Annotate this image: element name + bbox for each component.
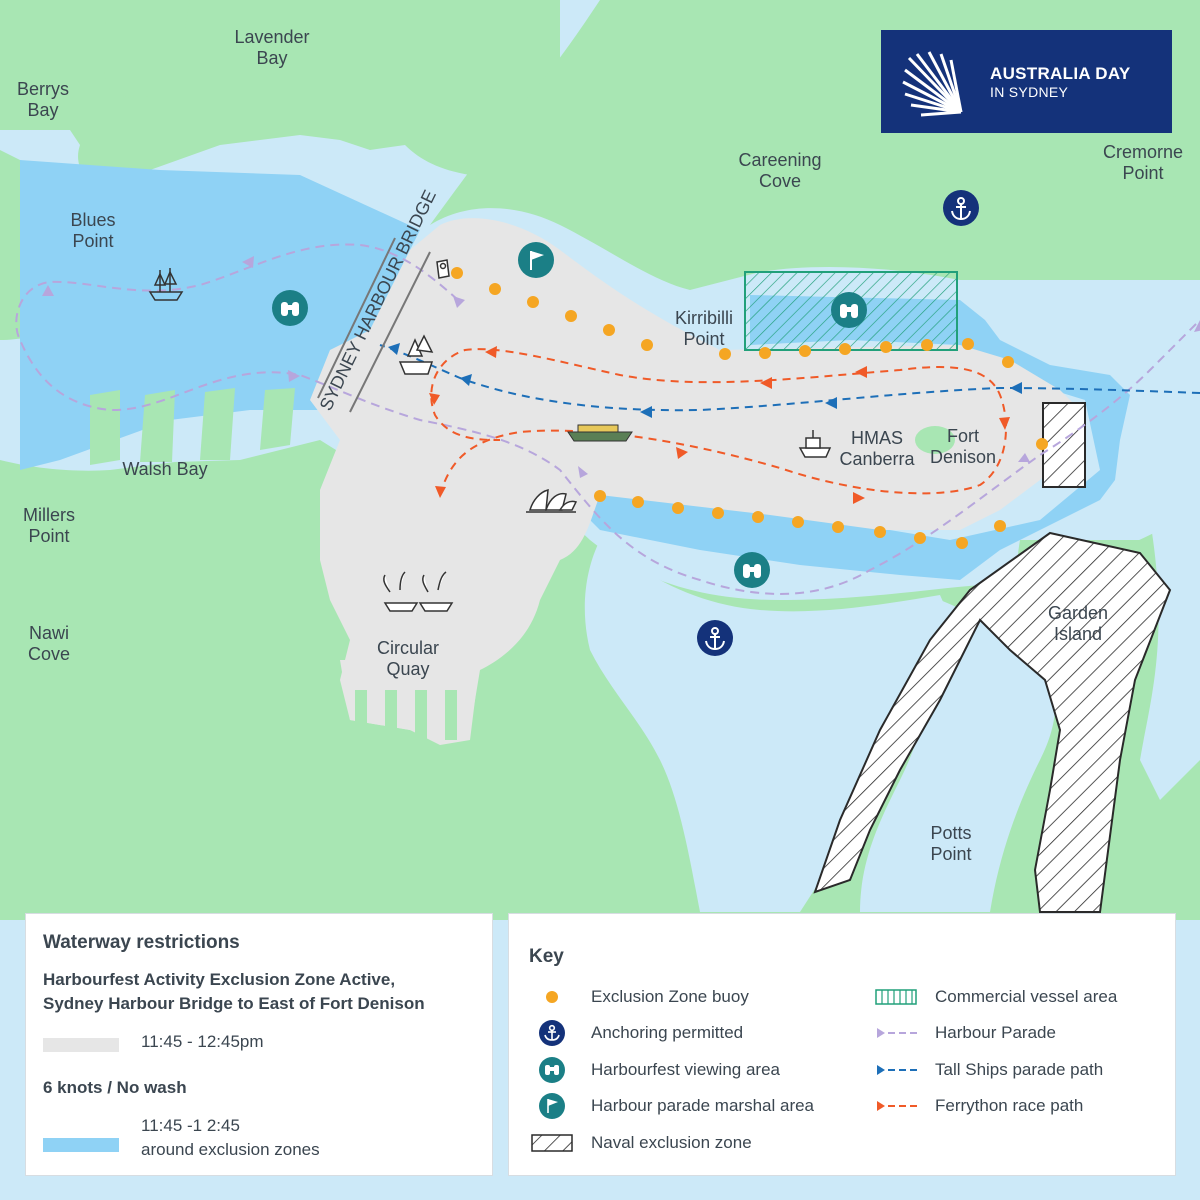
key-anchor-label: Anchoring permitted — [591, 1023, 744, 1042]
buoy-icon — [546, 991, 558, 1003]
svg-text:Berrys: Berrys — [17, 79, 69, 99]
key-title: Key — [529, 946, 564, 967]
commercial-hatch-icon — [875, 989, 917, 1005]
exclusion-zone-swatch — [43, 1038, 119, 1052]
knots-title: 6 knots / No wash — [43, 1078, 187, 1097]
restrictions-subtitle-line-1: Harbourfest Activity Exclusion Zone Acti… — [43, 970, 396, 989]
binoculars-icon — [831, 292, 867, 328]
svg-text:Denison: Denison — [930, 447, 996, 467]
anchor-icon — [539, 1020, 565, 1046]
restrictions-subtitle-line-2: Sydney Harbour Bridge to East of Fort De… — [43, 994, 425, 1013]
logo-line-1: AUSTRALIA DAY — [990, 64, 1131, 83]
fireboat-icon — [383, 571, 454, 612]
flag-icon — [539, 1093, 565, 1119]
key-panel: Key Exclusion Zone buoy Anchoring permit… — [508, 913, 1176, 1176]
binoculars-icon — [734, 552, 770, 588]
svg-text:Potts: Potts — [930, 823, 971, 843]
tall-ships-line-icon — [877, 1065, 917, 1075]
opera-house-icon — [526, 489, 578, 513]
no-wash-note: around exclusion zones — [141, 1140, 320, 1159]
no-wash-details: 11:45 -1 2:45 around exclusion zones — [141, 1114, 320, 1162]
naval-hatch-icon — [531, 1134, 573, 1152]
walsh-bay-piers — [90, 388, 295, 465]
anchor-icon — [943, 190, 979, 226]
sunburst-icon — [902, 51, 963, 117]
key-ferrython-label: Ferrython race path — [935, 1096, 1084, 1115]
key-marshal-label: Harbour parade marshal area — [591, 1096, 815, 1115]
svg-text:Blues: Blues — [70, 210, 115, 230]
harbour-parade-path — [15, 243, 1200, 595]
key-tall-ships-label: Tall Ships parade path — [935, 1060, 1104, 1079]
exclusion-time: 11:45 - 12:45pm — [141, 1032, 264, 1051]
svg-text:Garden: Garden — [1048, 603, 1108, 623]
svg-text:Careening: Careening — [738, 150, 821, 170]
ferrython-path — [430, 348, 1007, 496]
fort-denison-island — [915, 426, 955, 454]
svg-text:Millers: Millers — [23, 505, 75, 525]
svg-text:Cove: Cove — [28, 644, 70, 664]
ferrython-line-icon — [877, 1101, 917, 1111]
key-viewing-label: Harbourfest viewing area — [591, 1060, 780, 1079]
svg-text:Point: Point — [28, 526, 69, 546]
svg-text:Canberra: Canberra — [839, 449, 915, 469]
svg-text:Quay: Quay — [386, 659, 429, 679]
ferry-icon — [567, 424, 633, 442]
svg-text:Kirribilli: Kirribilli — [675, 308, 733, 328]
no-wash-swatch — [43, 1138, 119, 1152]
patrol-boat-icon — [436, 259, 450, 279]
logo-line-2: IN SYDNEY — [990, 84, 1069, 100]
warship-icon — [798, 430, 832, 458]
sailing-ship-icon — [148, 268, 184, 301]
waterway-restrictions-panel: Waterway restrictions Harbourfest Activi… — [25, 913, 493, 1176]
harbour-parade-arrows — [42, 256, 1200, 478]
svg-text:Point: Point — [72, 231, 113, 251]
flag-icon — [518, 242, 554, 278]
harbour-bridge — [317, 237, 431, 413]
svg-text:Point: Point — [683, 329, 724, 349]
water-inlets — [584, 515, 1200, 912]
tall-ships-path — [379, 344, 1200, 412]
exclusion-buoys — [451, 267, 1048, 549]
svg-text:Fort: Fort — [947, 426, 979, 446]
svg-text:Lavender: Lavender — [234, 27, 309, 47]
ferrython-arrows — [429, 346, 1010, 504]
key-buoy-label: Exclusion Zone buoy — [591, 987, 749, 1006]
no-wash-time: 11:45 -1 2:45 — [141, 1116, 240, 1135]
svg-text:Point: Point — [930, 844, 971, 864]
binoculars-icon — [272, 290, 308, 326]
tall-ship-icon — [398, 334, 434, 375]
svg-text:Bay: Bay — [27, 100, 58, 120]
australia-day-logo: AUSTRALIA DAY IN SYDNEY — [881, 30, 1172, 133]
key-commercial-label: Commercial vessel area — [935, 987, 1118, 1006]
circular-quay-wharves — [355, 690, 457, 740]
svg-text:Island: Island — [1054, 624, 1102, 644]
svg-text:Circular: Circular — [377, 638, 439, 658]
svg-text:Nawi: Nawi — [29, 623, 69, 643]
svg-text:Walsh Bay: Walsh Bay — [122, 459, 207, 479]
naval-exclusion-zone — [813, 402, 1172, 913]
key-parade-label: Harbour Parade — [935, 1023, 1056, 1042]
svg-text:Cremorne: Cremorne — [1103, 142, 1183, 162]
tall-ships-arrows — [388, 343, 1022, 418]
svg-text:Bay: Bay — [256, 48, 287, 68]
svg-text:Cove: Cove — [759, 171, 801, 191]
svg-text:HMAS: HMAS — [851, 428, 903, 448]
parade-line-icon — [877, 1028, 917, 1038]
binoculars-icon — [539, 1057, 565, 1083]
key-naval-label: Naval exclusion zone — [591, 1133, 752, 1152]
anchor-icon — [697, 620, 733, 656]
restrictions-subtitle: Harbourfest Activity Exclusion Zone Acti… — [43, 968, 425, 1016]
svg-text:Point: Point — [1122, 163, 1163, 183]
restrictions-title: Waterway restrictions — [43, 932, 240, 953]
